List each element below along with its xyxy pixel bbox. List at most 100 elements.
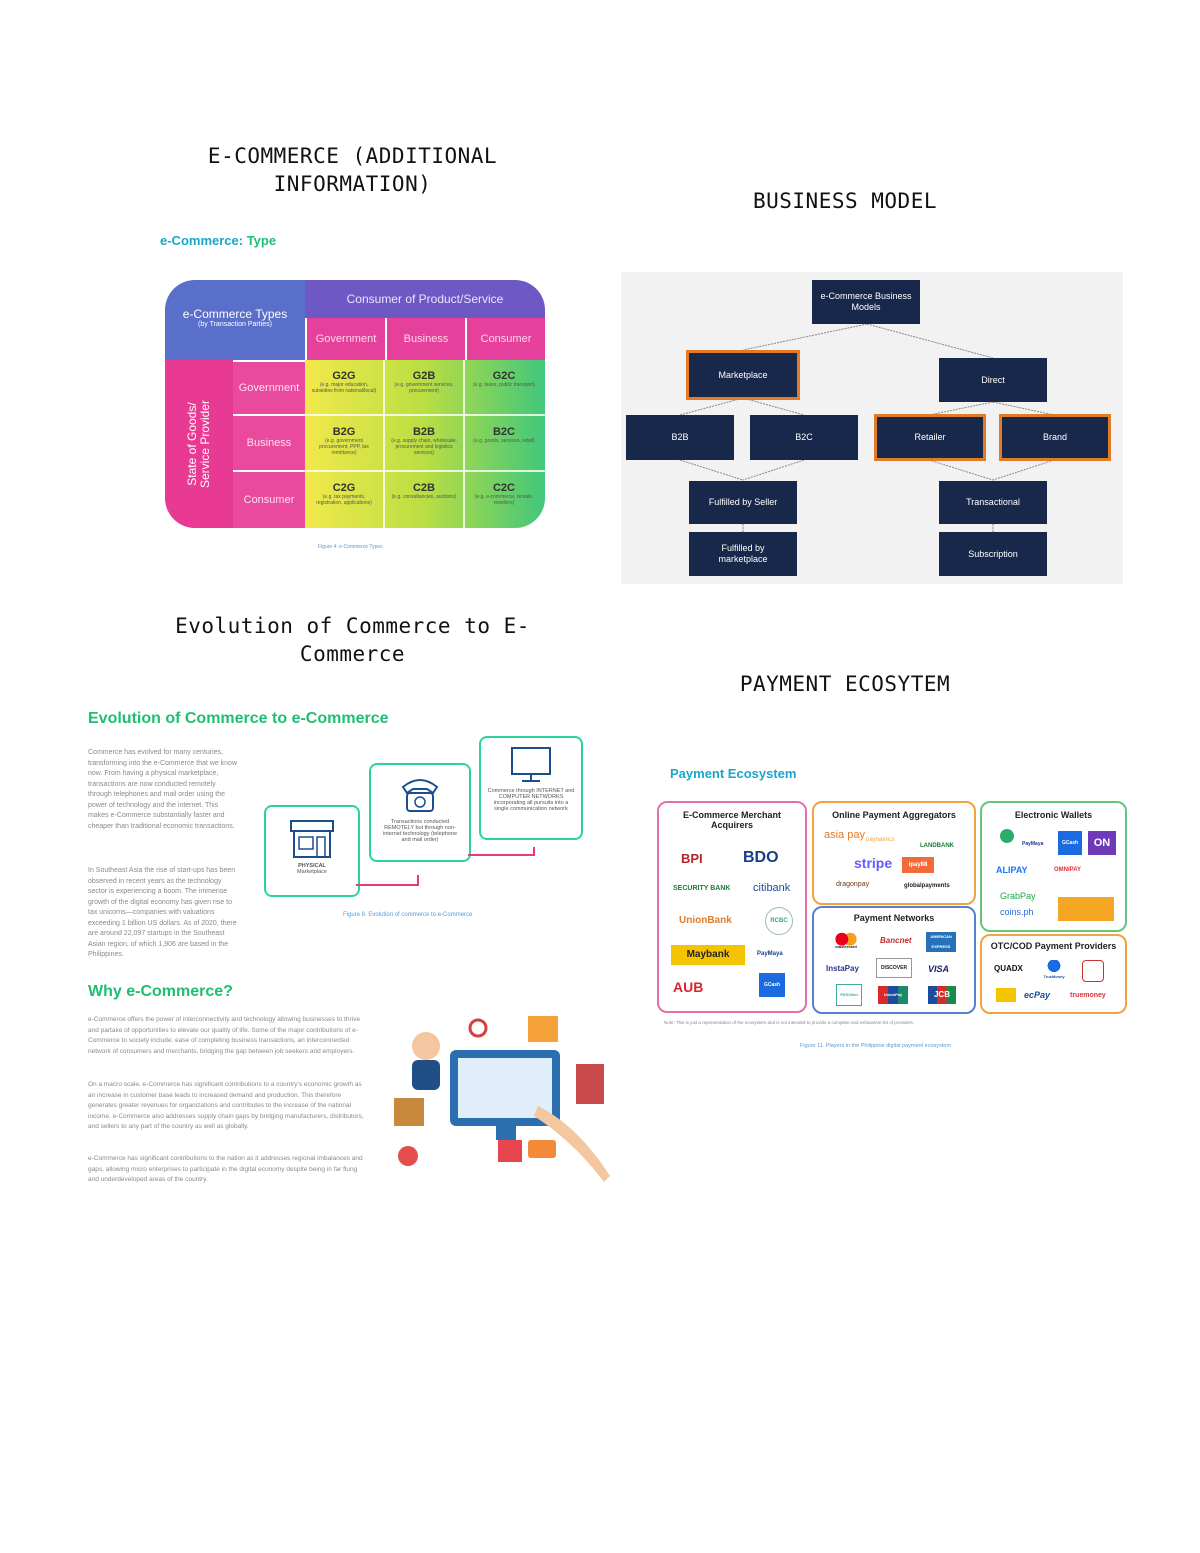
logo-ecpay: ecPay bbox=[1024, 990, 1051, 1000]
logo-globalpayments: globalpayments bbox=[904, 883, 950, 889]
matrix-topleft-sub: (by Transaction Parties) bbox=[198, 321, 272, 328]
matrix-row-business: Business bbox=[233, 416, 305, 470]
logo-paymaya: PayMaya bbox=[757, 951, 783, 957]
matrix-state-text: State of Goods/ Service Provider bbox=[185, 399, 212, 489]
ecommerce-title: E-COMMERCE (ADDITIONAL INFORMATION) bbox=[207, 144, 498, 196]
matrix-topleft-title: e-Commerce Types bbox=[182, 307, 288, 321]
logo-instapay: InstaPay bbox=[826, 964, 859, 973]
cell-b2b: B2B(e.g. supply chain, wholesale, procur… bbox=[391, 426, 457, 456]
grid-line bbox=[463, 360, 465, 528]
type-heading-prefix: e-Commerce: bbox=[160, 233, 247, 248]
aggregators-title: Online Payment Aggregators bbox=[832, 810, 956, 820]
ecommerce-illustration bbox=[394, 1016, 610, 1182]
bm-fulfilled-marketplace: Fulfilled by marketplace bbox=[689, 532, 797, 576]
bm-direct: Direct bbox=[939, 358, 1047, 402]
matrix-state-label: State of Goods/ Service Provider bbox=[165, 360, 233, 528]
logo-maybank: Maybank bbox=[671, 945, 745, 965]
logo-security-bank: SECURITY BANK bbox=[673, 885, 731, 892]
computer-icon bbox=[511, 747, 551, 782]
bm-fulfilled-seller: Fulfilled by Seller bbox=[689, 481, 797, 524]
otc-title: OTC/COD Payment Providers bbox=[990, 941, 1117, 951]
matrix-col-business: Business bbox=[387, 318, 465, 360]
wallet-banner-icon bbox=[1058, 897, 1114, 921]
cell-c2g: C2G(e.g. tax payments, registration, app… bbox=[316, 482, 372, 506]
logo-landbank: LANDBANK bbox=[920, 843, 954, 849]
matrix-col-consumer: Consumer bbox=[467, 318, 545, 360]
logo-coinsph: coins.ph bbox=[1000, 907, 1034, 917]
evo-remote-text: Transactions conducted REMOTELY but thro… bbox=[383, 819, 457, 843]
evo-remote-box: Transactions conducted REMOTELY but thro… bbox=[369, 763, 471, 862]
aggregators-panel: Online Payment Aggregators asia pay payn… bbox=[812, 801, 976, 905]
ecommerce-type-matrix: e-Commerce Types (by Transaction Parties… bbox=[165, 280, 545, 528]
bm-b2b: B2B bbox=[626, 415, 734, 460]
evo-arrows bbox=[356, 847, 535, 886]
payment-note: Note: This is just a representation of t… bbox=[664, 1020, 915, 1025]
logo-paymaya-wallet: PayMaya bbox=[1022, 841, 1044, 847]
bm-brand: Brand bbox=[999, 414, 1111, 461]
networks-title: Payment Networks bbox=[853, 913, 935, 923]
evo-physical-sub: Marketplace bbox=[297, 869, 327, 875]
logo-bpi: BPI bbox=[681, 851, 703, 866]
logo-ipay88: ipay88 bbox=[902, 857, 934, 873]
evolution-para-1: Commerce has evolved for many centuries,… bbox=[88, 749, 238, 830]
grid-line bbox=[305, 470, 545, 472]
logo-unionbank: UnionBank bbox=[679, 915, 732, 926]
cell-c2c: C2C(e.g. e-commerce, rentals, resellers) bbox=[474, 482, 534, 506]
acquirers-title: E-Commerce Merchant Acquirers bbox=[682, 810, 782, 830]
logo-citibank: citibank bbox=[753, 882, 791, 894]
logo-unionpay: UnionPay bbox=[878, 986, 908, 1004]
cell-b2g: B2G(e.g. government procurement, PPP, ta… bbox=[319, 426, 369, 456]
otc-panel: OTC/COD Payment Providers QUADX TrueMone… bbox=[980, 934, 1127, 1014]
why-para-1: e-Commerce offers the power of interconn… bbox=[88, 1016, 360, 1055]
evo-internet-box: Commerce through INTERNET and COMPUTER N… bbox=[479, 736, 583, 840]
bm-b2c: B2C bbox=[750, 415, 858, 460]
logo-bdo: BDO bbox=[743, 849, 779, 866]
why-heading: Why e-Commerce? bbox=[88, 983, 233, 1000]
wechat-pay-icon bbox=[1000, 829, 1014, 843]
evo-internet-text: Commerce through INTERNET and COMPUTER N… bbox=[487, 788, 575, 812]
logo-amex: AMERICAN EXPRESS bbox=[926, 932, 956, 952]
otc-store-icon bbox=[1082, 960, 1104, 982]
logo-on: ON bbox=[1088, 831, 1116, 855]
logo-asiapay: asia pay bbox=[824, 829, 865, 841]
logo-jcb: JCB bbox=[928, 986, 956, 1004]
logo-discover: DISCOVER bbox=[876, 958, 912, 978]
logo-mastercard: mastercard bbox=[832, 932, 860, 950]
cell-g2b: G2B(e.g. government services, procuremen… bbox=[394, 370, 454, 394]
matrix-row-government: Government bbox=[233, 362, 305, 414]
matrix-topleft: e-Commerce Types (by Transaction Parties… bbox=[165, 280, 305, 360]
bm-retailer: Retailer bbox=[874, 414, 986, 461]
grid-line bbox=[383, 360, 385, 528]
acquirers-panel: E-Commerce Merchant Acquirers BPI BDO SE… bbox=[657, 801, 807, 1013]
type-heading-suffix: Type bbox=[246, 233, 277, 248]
type-heading: e-Commerce: Type bbox=[160, 233, 276, 248]
logo-truemoney-badge: TrueMoney bbox=[1042, 960, 1066, 979]
evolution-title: Evolution of Commerce to E-Commerce bbox=[175, 614, 530, 666]
grid-line bbox=[305, 414, 545, 416]
logo-grabpay: GrabPay bbox=[1000, 891, 1036, 901]
matrix-row-consumer: Consumer bbox=[233, 472, 305, 528]
cell-b2c: B2C(e.g. goods, services, retail) bbox=[473, 426, 535, 444]
bm-root: e-Commerce Business Models bbox=[812, 280, 920, 324]
logo-bancnet: Bancnet bbox=[880, 936, 912, 945]
matrix-col-government: Government bbox=[307, 318, 385, 360]
bm-subscription: Subscription bbox=[939, 532, 1047, 576]
evolution-heading: Evolution of Commerce to e-Commerce bbox=[88, 710, 389, 727]
cell-g2g: G2G(e.g. major education, subsidies from… bbox=[311, 370, 377, 394]
bm-connectors bbox=[679, 323, 1055, 532]
logo-truemoney: truemoney bbox=[1070, 992, 1106, 999]
why-para-3: e-Commerce has significant contributions… bbox=[88, 1155, 363, 1183]
logo-gcash: GCash bbox=[759, 973, 785, 997]
logo-pesonet: PESONet bbox=[836, 984, 862, 1006]
wallets-title: Electronic Wallets bbox=[1014, 810, 1093, 820]
matrix-grid: G2G(e.g. major education, subsidies from… bbox=[305, 360, 545, 528]
business-model-diagram: e-Commerce Business Models Marketplace D… bbox=[621, 272, 1123, 584]
payment-heading: Payment Ecosystem bbox=[670, 766, 797, 781]
networks-panel: Payment Networks mastercard Bancnet AMER… bbox=[812, 906, 976, 1014]
evolution-caption: Figure 8. Evolution of commerce to e-Com… bbox=[343, 912, 473, 918]
logo-gcash-wallet: GCash bbox=[1058, 831, 1082, 855]
logo-stripe: stripe bbox=[854, 855, 893, 871]
storefront-icon bbox=[290, 820, 334, 858]
why-para-2: On a macro scale, e-Commerce has signifi… bbox=[88, 1081, 364, 1130]
telephone-icon bbox=[401, 779, 439, 812]
